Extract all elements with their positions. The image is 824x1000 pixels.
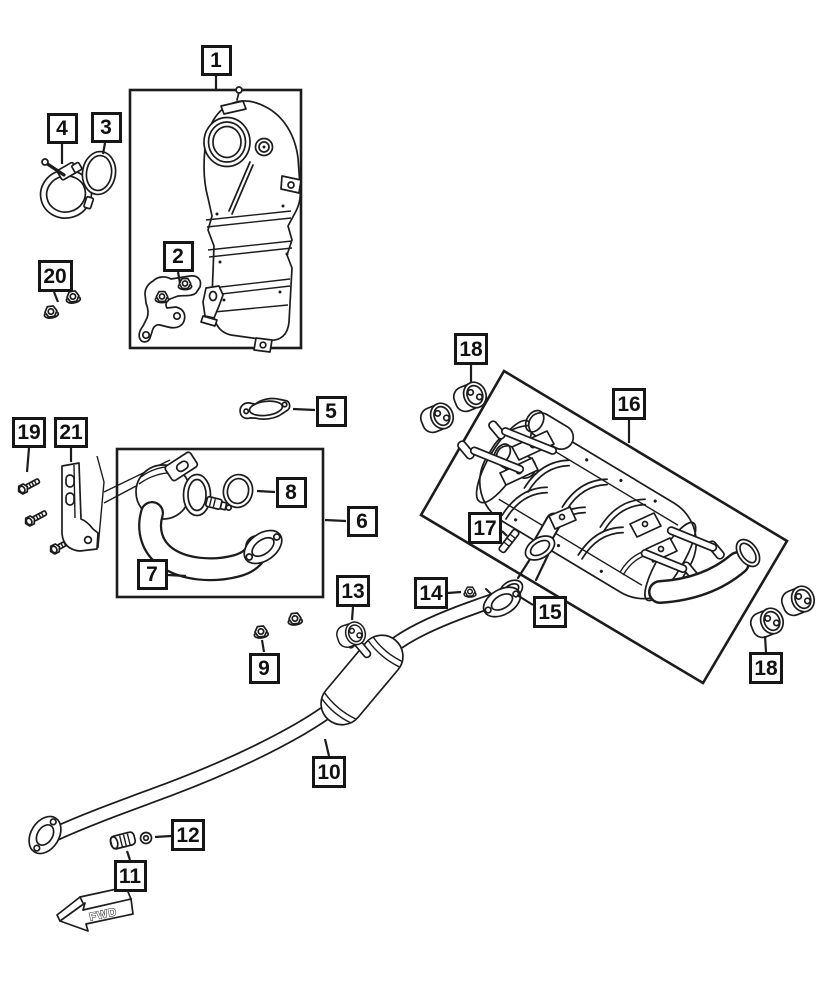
callout-1[interactable]: 1	[200, 44, 232, 76]
converter-support-bracket	[138, 275, 202, 343]
callout-11[interactable]: 11	[113, 860, 147, 892]
support-bracket-21	[61, 462, 99, 552]
leader-12	[154, 834, 172, 839]
callout-21[interactable]: 21	[54, 416, 88, 448]
converter-gasket	[81, 150, 117, 196]
oxygen-sensor	[204, 495, 233, 512]
callout-14[interactable]: 14	[414, 577, 448, 609]
bracket-nut	[154, 290, 170, 304]
downpipe-assembly-box	[115, 447, 325, 599]
seal-ring	[222, 473, 254, 509]
flange-nut	[286, 611, 304, 627]
flange-nut	[252, 624, 270, 640]
exhaust-insulator	[449, 377, 491, 416]
leader-3	[101, 142, 107, 155]
center-pipe	[28, 589, 512, 855]
muffler-inlet-stub	[524, 409, 575, 451]
leader-8	[256, 489, 276, 494]
callout-3[interactable]: 3	[90, 111, 122, 143]
hanger-rod	[501, 427, 557, 455]
leader-7	[167, 573, 187, 578]
leader-17	[501, 530, 508, 537]
leader-15	[516, 594, 534, 606]
v-band-clamp	[39, 158, 95, 219]
washer	[139, 831, 153, 845]
leader-19	[25, 447, 31, 473]
downpipe-flange	[243, 529, 283, 565]
muffler	[457, 409, 761, 604]
leader-14	[447, 590, 462, 595]
leader-11	[125, 850, 132, 861]
callout-8[interactable]: 8	[275, 476, 307, 508]
leader-6	[324, 518, 347, 523]
hanger-rod	[666, 526, 718, 552]
muffler-inlet-flange	[524, 535, 556, 561]
leader-lines	[25, 76, 768, 861]
callout-9[interactable]: 9	[248, 652, 280, 684]
muffler-assembly-box	[419, 369, 789, 685]
callout-7[interactable]: 7	[136, 558, 168, 590]
callout-10[interactable]: 10	[312, 756, 346, 788]
stud-pin	[498, 528, 520, 554]
callout-6[interactable]: 6	[346, 505, 378, 537]
leader-5	[292, 407, 316, 412]
converter-mount-leg	[202, 285, 224, 319]
callout-20[interactable]: 20	[37, 260, 73, 292]
callout-13[interactable]: 13	[336, 575, 370, 607]
catalytic-converter	[200, 86, 302, 353]
callout-12[interactable]: 12	[171, 819, 205, 851]
leader-9	[260, 639, 266, 653]
leader-20	[52, 291, 60, 303]
leader-10	[323, 738, 331, 757]
downpipe	[135, 451, 283, 582]
callout-17[interactable]: 17	[468, 512, 502, 544]
leader-13	[350, 606, 355, 621]
callout-16[interactable]: 16	[612, 388, 646, 420]
mount-nuts	[42, 289, 82, 320]
callout-19[interactable]: 19	[12, 416, 46, 448]
callout-5[interactable]: 5	[315, 395, 347, 427]
fwd-arrow: FWD	[56, 886, 134, 932]
hanger-rod	[640, 548, 688, 574]
callout-2[interactable]: 2	[162, 240, 194, 272]
hanger-rod	[469, 446, 525, 474]
drain-plug	[109, 831, 137, 850]
callout-4[interactable]: 4	[46, 112, 78, 144]
leader-2	[176, 271, 182, 284]
exhaust-insulator	[416, 398, 458, 437]
center-pipe-upper-flange	[482, 586, 522, 618]
callout-15[interactable]: 15	[533, 596, 567, 628]
exhaust-insulator	[777, 581, 819, 620]
callout-18a[interactable]: 18	[454, 333, 488, 365]
resonator	[320, 634, 404, 726]
center-pipe-flange	[28, 815, 62, 855]
leader-18b	[763, 635, 768, 653]
exhaust-insulator	[746, 603, 788, 642]
flange-gasket	[239, 397, 291, 420]
flange-nut	[463, 586, 477, 598]
downpipe-bracket-tab	[164, 451, 199, 482]
callout-18b[interactable]: 18	[749, 652, 783, 684]
